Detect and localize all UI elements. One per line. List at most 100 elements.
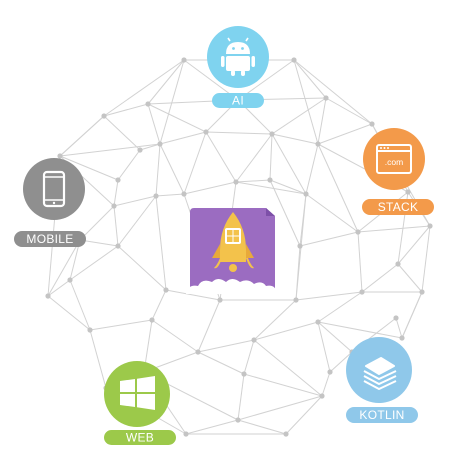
mesh-edge <box>147 103 161 145</box>
mesh-edge <box>165 289 221 301</box>
mesh-edge <box>253 321 319 341</box>
mesh-edge <box>325 97 373 125</box>
mesh-node <box>269 131 275 137</box>
network-mesh <box>45 57 433 437</box>
mesh-edge <box>183 181 237 195</box>
mesh-node <box>181 57 187 63</box>
mesh-node <box>163 287 169 293</box>
mesh-node <box>195 349 201 355</box>
mesh-node <box>405 189 411 195</box>
web-label: WEB <box>126 431 154 445</box>
mesh-node <box>183 431 189 437</box>
mesh-edge <box>269 179 307 195</box>
stack-label-pill <box>362 199 434 215</box>
mesh-node <box>369 121 375 127</box>
mesh-edge <box>293 59 373 125</box>
mesh-edge <box>317 321 353 353</box>
mesh-node <box>203 129 209 135</box>
mesh-node <box>181 191 187 197</box>
mesh-edge <box>401 291 423 339</box>
mesh-edge <box>47 295 91 331</box>
mesh-node <box>399 335 405 341</box>
node-web: WEB <box>104 361 176 445</box>
mesh-edge <box>397 263 423 293</box>
mesh-edge <box>293 59 327 99</box>
mesh-edge <box>397 225 431 265</box>
mesh-node <box>323 95 329 101</box>
mesh-edge <box>299 193 307 247</box>
mesh-edge <box>117 149 141 181</box>
mesh-edge <box>269 179 301 247</box>
mesh-node <box>115 177 121 183</box>
mesh-edge <box>205 131 273 135</box>
mesh-edge <box>235 181 307 195</box>
mesh-edge <box>361 263 399 293</box>
mesh-edge <box>253 299 297 341</box>
mesh-node <box>153 193 159 199</box>
mesh-edge <box>243 339 255 375</box>
mesh-node <box>283 431 289 437</box>
mesh-edge <box>317 321 403 339</box>
mobile-label-pill <box>14 231 86 247</box>
mesh-node <box>233 179 239 185</box>
mesh-edge <box>117 245 167 291</box>
mesh-node <box>419 289 425 295</box>
mesh-edge <box>103 115 141 151</box>
mesh-node <box>101 113 107 119</box>
mesh-edge <box>253 339 323 397</box>
mesh-edge <box>357 225 431 233</box>
mesh-edge <box>237 373 245 421</box>
mesh-edge <box>197 299 221 353</box>
mesh-edge <box>317 321 331 373</box>
mesh-edge <box>205 131 237 183</box>
mesh-edge <box>59 115 105 157</box>
ai-label-pill <box>212 93 264 108</box>
mesh-edge <box>237 395 323 421</box>
mesh-edge <box>59 143 161 157</box>
mesh-node <box>115 243 121 249</box>
layers-stack-icon <box>363 357 397 390</box>
mesh-edge <box>147 103 207 133</box>
mesh-node <box>315 319 321 325</box>
mesh-node <box>157 141 163 147</box>
mesh-node <box>145 101 151 107</box>
smartphone-icon <box>42 170 66 208</box>
mesh-node <box>87 327 93 333</box>
mesh-node <box>149 317 155 323</box>
mesh-edge <box>151 319 199 353</box>
mesh-node <box>235 417 241 423</box>
mesh-node <box>297 243 303 249</box>
mesh-edge <box>47 239 81 297</box>
mesh-edge <box>197 351 245 375</box>
mesh-node <box>327 369 333 375</box>
mesh-node <box>267 177 273 183</box>
mesh-edge <box>155 193 185 197</box>
mesh-edge <box>395 317 403 339</box>
mesh-edge <box>421 225 431 293</box>
mesh-edge <box>317 97 327 145</box>
mesh-node <box>111 203 117 209</box>
mesh-edge <box>89 329 107 389</box>
mesh-edge <box>79 205 115 241</box>
mesh-edge <box>329 351 353 373</box>
mesh-edge <box>159 59 185 145</box>
mesh-edge <box>89 319 153 331</box>
mesh-edge <box>321 371 331 397</box>
mobile-label: MOBILE <box>26 232 73 246</box>
mesh-node <box>241 371 247 377</box>
node-kotlin: KOTLIN <box>346 337 418 423</box>
mesh-edge <box>271 133 319 145</box>
mesh-edge <box>79 239 119 247</box>
mesh-edge <box>159 131 207 145</box>
stack-label: STACK <box>378 200 419 214</box>
node-mobile: MOBILE <box>14 158 86 247</box>
mesh-node <box>359 289 365 295</box>
mesh-edge <box>237 419 287 435</box>
mesh-edge <box>271 133 307 195</box>
mesh-edge <box>317 291 363 323</box>
mesh-edge <box>69 279 91 331</box>
mesh-edge <box>155 143 161 197</box>
mesh-node <box>355 229 361 235</box>
mesh-node <box>291 57 297 63</box>
mesh-node <box>251 337 257 343</box>
